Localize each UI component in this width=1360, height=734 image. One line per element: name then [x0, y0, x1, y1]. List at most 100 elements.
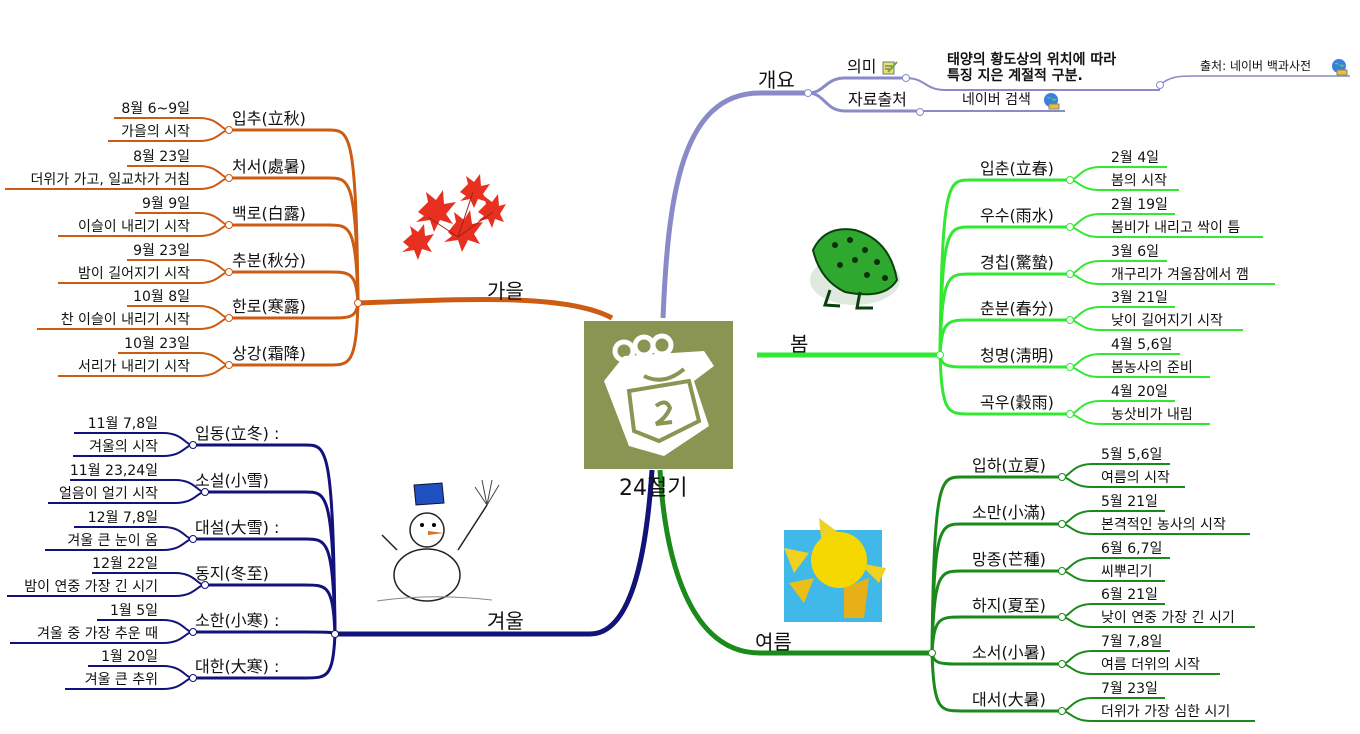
node-handle[interactable]: [1058, 660, 1066, 668]
term-name[interactable]: 입추(立秋): [232, 109, 306, 128]
node-handle[interactable]: [189, 674, 197, 682]
node-handle[interactable]: [1058, 473, 1066, 481]
term-date[interactable]: 7월 23일: [1101, 681, 1158, 697]
node-handle[interactable]: [1058, 567, 1066, 575]
node-handle[interactable]: [1066, 223, 1074, 231]
node-handle[interactable]: [189, 535, 197, 543]
term-desc[interactable]: 가을의 시작: [121, 124, 190, 140]
node-handle[interactable]: [201, 581, 209, 589]
term-desc[interactable]: 겨울 큰 추위: [84, 672, 158, 688]
topic-spring[interactable]: 봄: [790, 332, 809, 356]
term-date[interactable]: 11월 7,8일: [87, 416, 158, 432]
term-date[interactable]: 1월 20일: [101, 649, 158, 665]
term-name[interactable]: 백로(白露): [232, 204, 306, 223]
term-name[interactable]: 우수(雨水): [980, 206, 1054, 225]
node-handle[interactable]: [1066, 176, 1074, 184]
node-handle[interactable]: [928, 649, 936, 657]
node-handle[interactable]: [354, 299, 362, 307]
term-name[interactable]: 입동(立冬) :: [195, 424, 280, 443]
node-handle[interactable]: [1066, 316, 1074, 324]
term-desc[interactable]: 본격적인 농사의 시작: [1101, 517, 1226, 533]
node-handle[interactable]: [225, 174, 233, 182]
term-date[interactable]: 6월 21일: [1101, 587, 1158, 603]
term-name[interactable]: 망종(芒種): [972, 550, 1046, 569]
term-desc[interactable]: 여름 더위의 시작: [1101, 657, 1201, 673]
term-date[interactable]: 3월 21일: [1111, 290, 1168, 306]
term-desc[interactable]: 씨뿌리기: [1101, 564, 1153, 580]
node-handle[interactable]: [189, 441, 197, 449]
term-desc[interactable]: 겨울 큰 눈이 옴: [67, 533, 158, 549]
term-name[interactable]: 경칩(驚蟄): [980, 253, 1054, 272]
topic-summer[interactable]: 여름: [755, 630, 792, 654]
term-desc[interactable]: 이슬이 내리기 시작: [78, 219, 190, 235]
term-name[interactable]: 곡우(穀雨): [980, 393, 1054, 412]
topic-overview[interactable]: 개요: [758, 68, 795, 92]
term-name[interactable]: 추분(秋分): [232, 251, 306, 270]
calendar-icon[interactable]: [584, 321, 733, 469]
node-handle[interactable]: [201, 488, 209, 496]
node-handle[interactable]: [225, 314, 233, 322]
term-name[interactable]: 대한(大寒) :: [195, 657, 280, 676]
term-name[interactable]: 대서(大暑): [972, 690, 1046, 709]
term-date[interactable]: 11월 23,24일: [69, 463, 158, 479]
term-desc[interactable]: 봄의 시작: [1111, 173, 1167, 189]
term-desc[interactable]: 겨울 중 가장 추운 때: [37, 626, 158, 642]
node-handle[interactable]: [1058, 613, 1066, 621]
term-name[interactable]: 상강(霜降): [232, 344, 306, 363]
term-date[interactable]: 9월 9일: [141, 196, 190, 212]
subtopic-meaning[interactable]: 의미: [847, 57, 877, 76]
node-handle[interactable]: [1058, 707, 1066, 715]
term-date[interactable]: 6월 6,7일: [1101, 541, 1163, 557]
term-name[interactable]: 대설(大雪) :: [195, 518, 280, 537]
term-date[interactable]: 10월 8일: [133, 289, 190, 305]
term-date[interactable]: 12월 22일: [92, 556, 158, 572]
node-handle[interactable]: [1066, 270, 1074, 278]
term-desc[interactable]: 더위가 가고, 일교차가 거침: [30, 172, 190, 188]
globe-icon[interactable]: [1042, 92, 1060, 114]
term-date[interactable]: 12월 7,8일: [87, 510, 158, 526]
node-handle[interactable]: [225, 221, 233, 229]
node-handle[interactable]: [1058, 520, 1066, 528]
term-date[interactable]: 5월 21일: [1101, 494, 1158, 510]
topic-winter[interactable]: 겨울: [487, 609, 524, 633]
term-desc[interactable]: 여름의 시작: [1101, 470, 1170, 486]
subtopic-source[interactable]: 자료출처: [848, 90, 907, 109]
term-desc[interactable]: 밤이 길어지기 시작: [78, 266, 190, 282]
term-date[interactable]: 7월 7,8일: [1101, 634, 1163, 650]
term-date[interactable]: 1월 5일: [109, 603, 158, 619]
node-handle[interactable]: [189, 628, 197, 636]
term-desc[interactable]: 농삿비가 내림: [1111, 407, 1193, 423]
source-value[interactable]: 네이버 검색: [962, 92, 1031, 108]
term-name[interactable]: 입춘(立春): [980, 159, 1054, 178]
term-date[interactable]: 4월 5,6일: [1111, 337, 1173, 353]
term-date[interactable]: 10월 23일: [124, 336, 190, 352]
term-date[interactable]: 8월 23일: [133, 149, 190, 165]
node-handle[interactable]: [1066, 410, 1074, 418]
term-desc[interactable]: 봄비가 내리고 싹이 틈: [1111, 220, 1241, 236]
term-date[interactable]: 8월 6~9일: [121, 101, 190, 117]
term-desc[interactable]: 낮이 연중 가장 긴 시기: [1101, 610, 1235, 626]
term-name[interactable]: 하지(夏至): [972, 596, 1046, 615]
node-handle[interactable]: [225, 268, 233, 276]
term-name[interactable]: 소설(小雪): [195, 471, 269, 490]
term-desc[interactable]: 서리가 내리기 시작: [78, 359, 190, 375]
term-name[interactable]: 처서(處暑): [232, 157, 306, 176]
term-date[interactable]: 3월 6일: [1111, 244, 1160, 260]
term-date[interactable]: 4월 20일: [1111, 384, 1168, 400]
term-desc[interactable]: 더위가 가장 심한 시기: [1101, 704, 1231, 720]
central-topic[interactable]: 24절기: [619, 476, 688, 501]
term-name[interactable]: 소한(小寒) :: [195, 611, 280, 630]
globe-icon[interactable]: [1330, 58, 1348, 80]
node-handle[interactable]: [225, 361, 233, 369]
term-name[interactable]: 청명(淸明): [980, 346, 1054, 365]
term-desc[interactable]: 밤이 연중 가장 긴 시기: [24, 579, 158, 595]
term-name[interactable]: 춘분(春分): [980, 299, 1054, 318]
node-handle[interactable]: [936, 351, 944, 359]
term-date[interactable]: 5월 5,6일: [1101, 447, 1163, 463]
node-handle[interactable]: [225, 126, 233, 134]
term-desc[interactable]: 개구리가 겨울잠에서 깸: [1111, 267, 1249, 283]
term-desc[interactable]: 얼음이 얼기 시작: [58, 486, 158, 502]
term-date[interactable]: 2월 19일: [1111, 197, 1168, 213]
term-desc[interactable]: 겨울의 시작: [89, 439, 158, 455]
term-name[interactable]: 입하(立夏): [972, 456, 1046, 475]
